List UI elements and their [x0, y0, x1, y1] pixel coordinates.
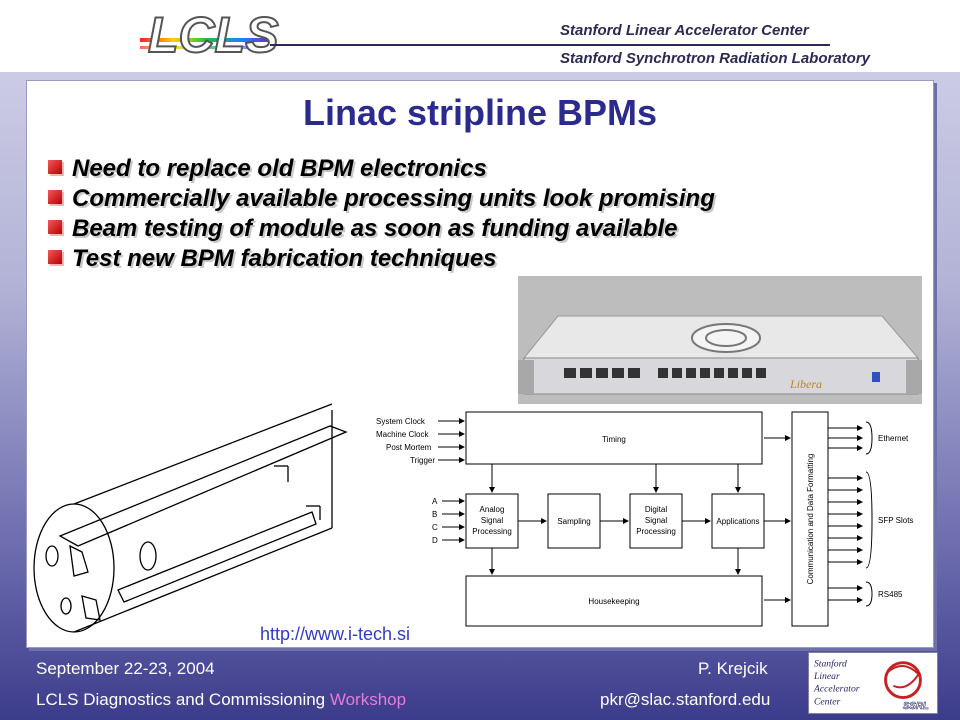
libera-label: Libera — [789, 377, 822, 391]
svg-text:SSRL: SSRL — [903, 701, 929, 712]
bullet-text: Test new BPM fabrication techniques — [72, 245, 497, 272]
svg-text:Accelerator: Accelerator — [813, 684, 860, 695]
header-bar: LCLS Stanford Linear Accelerator Center … — [0, 0, 960, 72]
input-post-mortem: Post Mortem — [386, 443, 432, 452]
footer-author: P. Krejcik — [698, 659, 768, 678]
slac-ssrl-logo: Stanford Linear Accelerator Center SSRL — [808, 652, 938, 714]
bullet-marker-icon — [48, 190, 62, 204]
input-trigger: Trigger — [410, 456, 435, 465]
block-sampling: Sampling — [557, 517, 590, 526]
block-analog-3: Processing — [472, 527, 512, 536]
footer-workshop: LCLS Diagnostics and Commissioning Works… — [36, 690, 406, 710]
slide-title: Linac stripline BPMs — [302, 92, 658, 133]
footer-date: September 22-23, 2004 — [36, 659, 215, 678]
block-digital-2: Signal — [645, 516, 667, 525]
org-name-slac: Stanford Linear Accelerator Center — [560, 22, 809, 39]
block-digital-3: Processing — [636, 527, 676, 536]
libera-unit-photo: Libera — [518, 276, 922, 404]
output-ethernet: Ethernet — [878, 434, 909, 443]
source-url-link[interactable]: http://www.i-tech.si — [260, 624, 411, 644]
svg-text:Linear: Linear — [813, 671, 840, 682]
block-digital-1: Digital — [645, 505, 667, 514]
block-timing: Timing — [602, 435, 626, 444]
input-c: C — [432, 523, 438, 532]
block-diagram: System Clock Machine Clock Post Mortem T… — [376, 411, 913, 627]
bullet-list: Need to replace old BPM electronics Comm… — [48, 154, 715, 274]
bullet-text: Beam testing of module as soon as fundin… — [72, 215, 678, 242]
block-housekeeping: Housekeeping — [588, 597, 639, 606]
input-system-clock: System Clock — [376, 417, 426, 426]
svg-text:Center: Center — [814, 696, 841, 707]
block-analog-2: Signal — [481, 516, 503, 525]
bullet-text: Commercially available processing units … — [72, 185, 715, 212]
input-a: A — [432, 497, 438, 506]
block-applications: Applications — [716, 517, 759, 526]
bullet-item: Commercially available processing units … — [48, 184, 715, 214]
footer-email: pkr@slac.stanford.edu — [600, 690, 771, 709]
lcls-logo: LCLS — [140, 6, 280, 64]
footer-workshop-accent: Workshop — [329, 690, 407, 709]
svg-text:Stanford: Stanford — [814, 659, 847, 670]
bullet-marker-icon — [48, 250, 62, 264]
bullet-text: Need to replace old BPM electronics — [72, 155, 487, 182]
input-machine-clock: Machine Clock — [376, 430, 429, 439]
stripline-bpm-drawing — [33, 403, 348, 633]
block-analog-1: Analog — [480, 505, 505, 514]
output-sfp: SFP Slots — [878, 516, 913, 525]
header-rule — [270, 44, 830, 46]
org-name-ssrl: Stanford Synchrotron Radiation Laborator… — [560, 50, 871, 67]
bullet-item: Need to replace old BPM electronics — [48, 154, 715, 184]
bullet-marker-icon — [48, 220, 62, 234]
output-rs485: RS485 — [878, 590, 903, 599]
input-d: D — [432, 536, 438, 545]
input-b: B — [432, 510, 437, 519]
bullet-item: Beam testing of module as soon as fundin… — [48, 214, 715, 244]
block-comm: Communication and Data Formatting — [806, 454, 815, 585]
bullet-item: Test new BPM fabrication techniques — [48, 244, 715, 274]
svg-text:LCLS: LCLS — [148, 7, 279, 63]
footer-workshop-main: LCLS Diagnostics and Commissioning — [36, 690, 330, 709]
bullet-marker-icon — [48, 160, 62, 174]
